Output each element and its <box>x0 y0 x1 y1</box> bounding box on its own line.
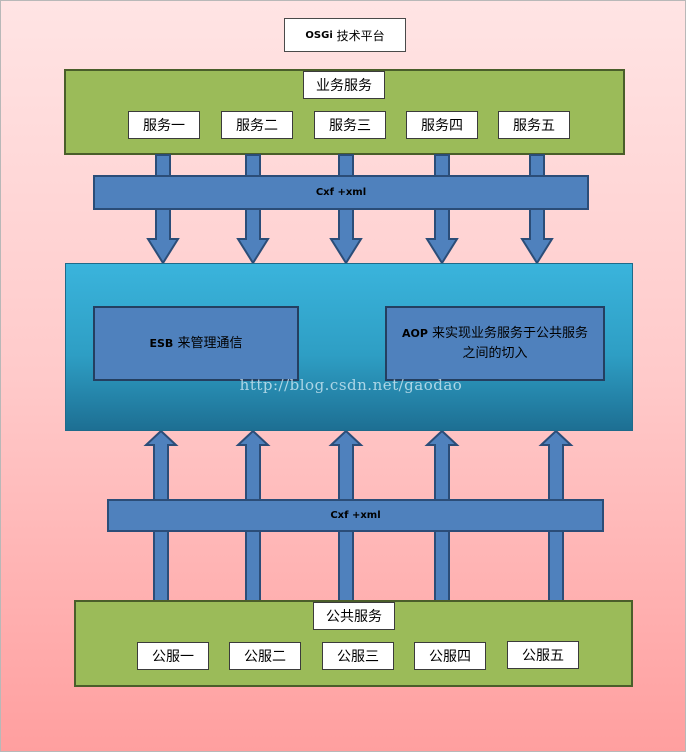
esb-box-latin: ESB <box>149 336 174 350</box>
aop-box-text: 来实现业务服务于公共服务之间的切入 <box>432 325 589 361</box>
business-service-box: 服务三 <box>314 111 386 139</box>
aop-box-latin: AOP <box>401 326 428 340</box>
public-service-box: 公服五 <box>507 641 579 669</box>
business-service-box: 服务五 <box>498 111 570 139</box>
platform-title-box: OSGi 技术平台 <box>284 18 406 52</box>
public-services-title: 公共服务 <box>313 602 395 630</box>
top-cxf-band: Cxf +xml <box>93 175 589 210</box>
esb-box: ESB 来管理通信 <box>93 306 299 381</box>
public-service-box: 公服三 <box>322 642 394 670</box>
platform-title-latin: OSGi <box>305 29 333 41</box>
business-service-box: 服务四 <box>406 111 478 139</box>
business-service-box: 服务一 <box>128 111 200 139</box>
esb-box-text: 来管理通信 <box>177 335 243 351</box>
watermark-text: http://blog.csdn.net/gaodao <box>239 376 463 394</box>
platform-title-text: 技术平台 <box>336 28 385 43</box>
public-service-box: 公服四 <box>414 642 486 670</box>
public-service-box: 公服二 <box>229 642 301 670</box>
public-service-box: 公服一 <box>137 642 209 670</box>
business-service-box: 服务二 <box>221 111 293 139</box>
bottom-cxf-band: Cxf +xml <box>107 499 604 532</box>
business-services-title: 业务服务 <box>303 71 385 99</box>
aop-box: AOP 来实现业务服务于公共服务之间的切入 <box>385 306 605 381</box>
